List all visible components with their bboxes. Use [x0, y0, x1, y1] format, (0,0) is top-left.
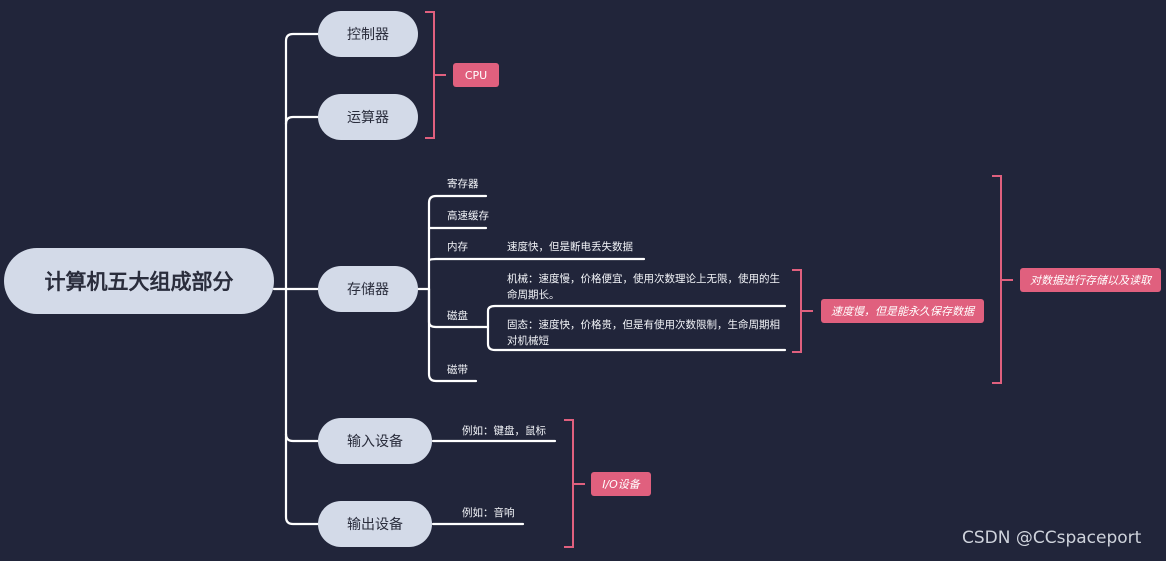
branch-output: 输出设备	[318, 501, 432, 547]
disk-ssd-note: 固态：速度快，价格贵，但是有使用次数限制，生命周期相对机械短	[507, 319, 780, 347]
tag-io: I/O设备	[591, 472, 651, 496]
memory-item-tape: 磁带	[447, 364, 468, 376]
branch-alu: 运算器	[318, 94, 418, 140]
bracket-lines	[425, 11, 1013, 548]
input-example: 例如：键盘，鼠标	[462, 425, 546, 437]
connector-lines	[272, 32, 787, 526]
memory-item-cache: 高速缓存	[447, 210, 489, 222]
disk-hdd-note: 机械：速度慢，价格便宜，使用次数理论上无限，使用的生命周期长。	[507, 273, 780, 301]
root-node: 计算机五大组成部分	[4, 248, 274, 314]
tag-storage-summary: 对数据进行存储以及读取	[1020, 268, 1161, 292]
tag-disk-summary: 速度慢，但是能永久保存数据	[821, 299, 984, 323]
branch-input: 输入设备	[318, 418, 432, 464]
memory-ram-note: 速度快，但是断电丢失数据	[507, 241, 633, 253]
watermark: CSDN @CCspaceport	[962, 528, 1142, 548]
tag-cpu: CPU	[453, 63, 499, 87]
memory-item-register: 寄存器	[447, 178, 479, 190]
memory-item-ram: 内存	[447, 241, 468, 253]
output-example: 例如：音响	[462, 507, 515, 519]
branch-memory: 存储器	[318, 266, 418, 312]
memory-item-disk: 磁盘	[447, 310, 468, 322]
branch-controller: 控制器	[318, 11, 418, 57]
